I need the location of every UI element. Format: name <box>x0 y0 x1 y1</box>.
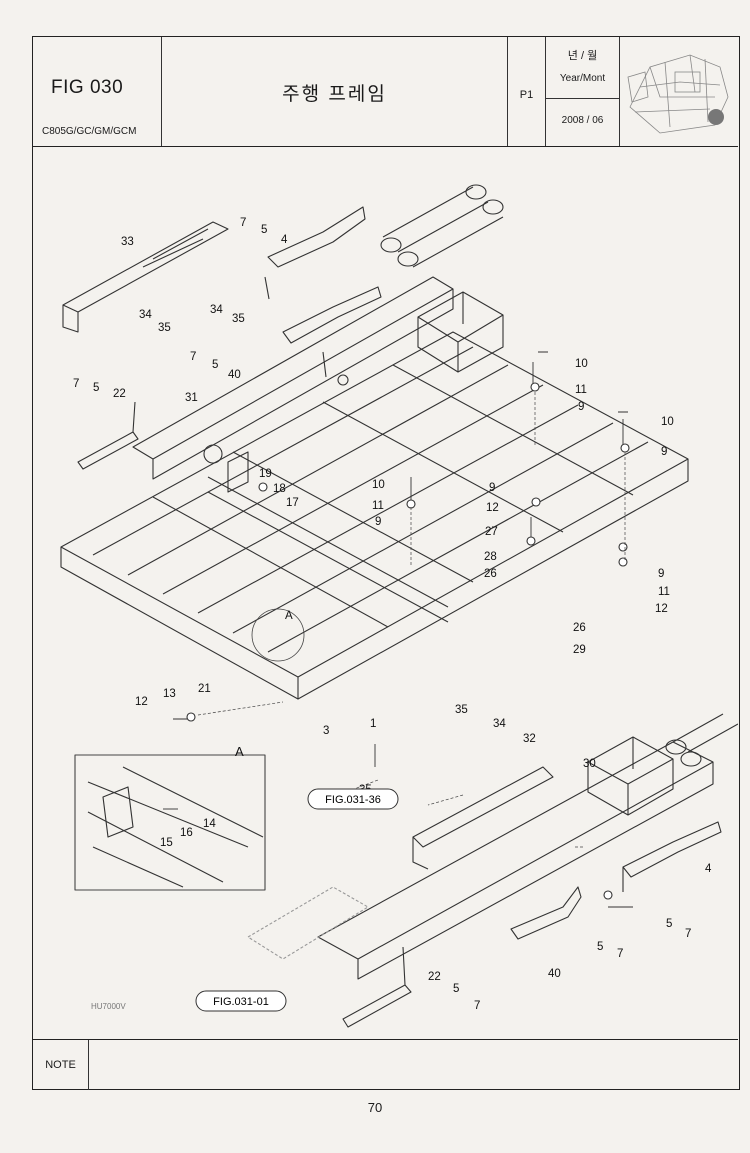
callout: 10 <box>575 358 588 370</box>
callout: 16 <box>180 827 193 839</box>
callout: 12 <box>135 696 148 708</box>
callout: 19 <box>259 468 272 480</box>
callout: 40 <box>548 968 561 980</box>
callout: 26 <box>484 568 497 580</box>
callout: 15 <box>160 837 173 849</box>
fig-number: FIG 030 <box>51 77 124 98</box>
page-number: 70 <box>367 1100 383 1115</box>
parts-sheet: FIG 030 C805G/GC/GM/GCM 주행 프레임 P1 년 / 월 … <box>32 36 740 1090</box>
callout: 11 <box>658 586 670 598</box>
callout: 14 <box>203 818 216 830</box>
callout: 31 <box>185 392 198 404</box>
year-month-korean: 년 / 월 <box>567 50 598 62</box>
drawing-code: HU7000V <box>91 1002 126 1011</box>
callout: 34 <box>139 309 152 321</box>
callout: 9 <box>489 482 495 494</box>
page-code: P1 <box>519 89 534 101</box>
callout: 30 <box>583 758 596 770</box>
model-codes: C805G/GC/GM/GCM <box>42 126 137 137</box>
callout: 26 <box>573 622 586 634</box>
callout: 35 <box>455 704 468 716</box>
callout: 7 <box>474 1000 480 1012</box>
callout: 4 <box>705 863 712 875</box>
callout: 5 <box>453 983 459 995</box>
callout: 33 <box>121 236 134 248</box>
callout: 29 <box>573 644 586 656</box>
callout: 35 <box>158 322 171 334</box>
ref-fig-label: FIG.031-01 <box>213 996 269 1008</box>
callout: 7 <box>685 928 691 940</box>
callout: 34 <box>210 304 223 316</box>
ref-fig-031-36[interactable]: FIG.031-36 <box>307 788 399 810</box>
callout: 5 <box>597 941 603 953</box>
year-month-label: Year/Mont <box>559 73 606 84</box>
callout: 10 <box>372 479 385 491</box>
callout: 5 <box>666 918 672 930</box>
frame-drawing: 33 7 5 4 34 35 34 35 7 5 40 7 5 22 31 10… <box>60 184 739 1028</box>
callout: 13 <box>163 688 176 700</box>
callout: 5 <box>261 224 267 236</box>
combine-harvester-icon <box>627 54 729 134</box>
inset-label: A <box>235 744 244 759</box>
callout: 22 <box>113 388 126 400</box>
callout: 22 <box>428 971 441 983</box>
callout: 40 <box>228 369 241 381</box>
callout: 32 <box>523 733 536 745</box>
callout: 17 <box>286 497 299 509</box>
fig-cell: FIG 030 C805G/GC/GM/GCM <box>33 37 162 146</box>
header-block: FIG 030 C805G/GC/GM/GCM 주행 프레임 P1 년 / 월 … <box>33 37 738 147</box>
callout: 18 <box>273 483 286 495</box>
callout: 11 <box>575 384 587 396</box>
callout: 11 <box>372 500 384 512</box>
callout: 1 <box>370 718 376 730</box>
callout: 21 <box>198 683 211 695</box>
callout: 12 <box>655 603 668 615</box>
callout: 3 <box>323 725 329 737</box>
divider <box>546 98 619 99</box>
issue-date: 2008 / 06 <box>561 115 604 126</box>
callout: 7 <box>73 378 79 390</box>
callout: 34 <box>493 718 506 730</box>
year-month-cell: 년 / 월 Year/Mont 2008 / 06 <box>546 37 620 146</box>
callout: 27 <box>485 526 498 538</box>
callout: 7 <box>617 948 623 960</box>
callout: 9 <box>375 516 381 528</box>
callout: 5 <box>93 382 99 394</box>
callout: 5 <box>212 359 218 371</box>
ref-fig-031-01[interactable]: FIG.031-01 <box>195 990 287 1012</box>
callout: 10 <box>661 416 674 428</box>
callout: 12 <box>486 502 499 514</box>
machine-thumbnail <box>620 37 738 146</box>
callout: 28 <box>484 551 497 563</box>
page-title: 주행 프레임 <box>282 84 387 105</box>
callout: 7 <box>240 217 246 229</box>
note-label-cell: NOTE <box>33 1040 89 1090</box>
callout: 4 <box>281 234 288 246</box>
callout: 9 <box>658 568 664 580</box>
note-label: NOTE <box>45 1059 76 1071</box>
callout: 35 <box>232 313 245 325</box>
ref-fig-label: FIG.031-36 <box>325 794 381 806</box>
note-section: NOTE <box>33 1039 738 1090</box>
callout: A <box>285 610 293 622</box>
callout: 9 <box>661 446 667 458</box>
callout: 7 <box>190 351 196 363</box>
title-cell: 주행 프레임 <box>162 37 508 146</box>
page-code-cell: P1 <box>508 37 546 146</box>
callout-numbers: 33 7 5 4 34 35 34 35 7 5 40 7 5 22 31 10… <box>73 217 712 1012</box>
exploded-parts-diagram: 33 7 5 4 34 35 34 35 7 5 40 7 5 22 31 10… <box>33 147 739 1039</box>
callout: 9 <box>578 401 584 413</box>
